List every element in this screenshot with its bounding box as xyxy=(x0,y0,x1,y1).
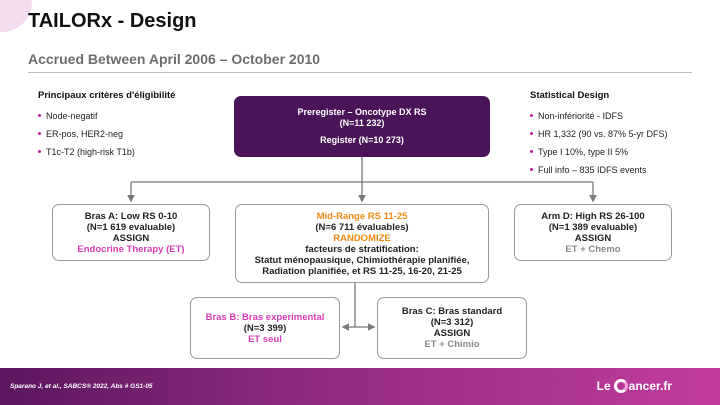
brand-logo-right: ancer.fr xyxy=(628,379,672,393)
arm-d-box: Arm D: High RS 26-100 (N=1 389 evaluable… xyxy=(514,204,672,261)
arm-c-box: Bras C: Bras standard (N=3 312) ASSIGN E… xyxy=(377,297,527,359)
arm-b-box: Bras B: Bras experimental (N=3 399) ET s… xyxy=(190,297,340,359)
arm-c-title: Bras C: Bras standard xyxy=(401,306,503,317)
statistical-item: HR 1,332 (90 vs. 87% 5-yr DFS) xyxy=(530,128,720,140)
stratification-line: Radiation planifiée, et RS 11-25, 16-20,… xyxy=(262,265,462,277)
arm-d-count: (N=1 389 evaluable) xyxy=(548,221,638,233)
statistical-design: Statistical Design Non-infériorité - IDF… xyxy=(530,90,720,182)
preregister-label: Preregister – Oncotype DX RS xyxy=(297,107,427,118)
arm-a-title: Bras A: Low RS 0-10 xyxy=(84,210,178,222)
preregister-count: (N=11 232) xyxy=(339,117,385,128)
arm-d-treatment: ET + Chemo xyxy=(565,243,621,255)
eligibility-list: Node-negatif ER-pos, HER2-neg T1c-T2 (hi… xyxy=(38,110,228,158)
arm-d-action: ASSIGN xyxy=(574,232,612,244)
eligibility-criteria: Principaux critères d'éligibilité Node-n… xyxy=(38,90,228,164)
statistical-heading: Statistical Design xyxy=(530,90,610,101)
footer-bar: Sparano J, et al., SABCS® 2022, Abs # GS… xyxy=(0,368,720,405)
arm-a-treatment: Endocrine Therapy (ET) xyxy=(77,243,185,255)
statistical-list: Non-infériorité - IDFS HR 1,332 (90 vs. … xyxy=(530,110,720,176)
arm-a-box: Bras A: Low RS 0-10 (N=1 619 evaluable) … xyxy=(52,204,210,261)
arm-c-action: ASSIGN xyxy=(433,328,471,339)
arm-c-treatment: ET + Chimio xyxy=(424,339,480,350)
page-title: TAILORx - Design xyxy=(28,10,197,32)
preregister-box: Preregister – Oncotype DX RS (N=11 232) … xyxy=(234,96,490,157)
mid-range-box: Mid-Range RS 11-25 (N=6 711 évaluables) … xyxy=(235,204,489,283)
statistical-item: Non-infériorité - IDFS xyxy=(530,110,720,122)
page-subtitle: Accrued Between April 2006 – October 201… xyxy=(28,51,321,67)
arm-b-title: Bras B: Bras experimental xyxy=(205,311,325,323)
register-count: Register (N=10 273) xyxy=(320,135,404,146)
statistical-item: Type I 10%, type II 5% xyxy=(530,146,720,158)
statistical-item: Full info – 835 IDFS events xyxy=(530,164,720,176)
brand-logo: Le ancer.fr xyxy=(597,379,672,393)
mid-range-title: Mid-Range RS 11-25 xyxy=(316,210,408,222)
arm-d-title: Arm D: High RS 26-100 xyxy=(541,210,645,222)
arm-b-count: (N=3 399) xyxy=(243,322,287,334)
brand-logo-left: Le xyxy=(596,379,611,393)
eligibility-item: T1c-T2 (high-risk T1b) xyxy=(38,146,228,158)
stratification-heading: facteurs de stratification: xyxy=(305,243,419,255)
title-divider xyxy=(28,72,692,73)
stratification-line: Statut ménopausique, Chimiothérapie plan… xyxy=(254,254,470,266)
arm-a-count: (N=1 619 evaluable) xyxy=(86,221,176,233)
mid-range-action: RANDOMIZE xyxy=(333,232,391,244)
eligibility-item: Node-negatif xyxy=(38,110,228,122)
arm-c-count: (N=3 312) xyxy=(430,317,474,328)
brand-c-icon xyxy=(613,379,628,393)
arm-a-action: ASSIGN xyxy=(112,232,150,244)
eligibility-item: ER-pos, HER2-neg xyxy=(38,128,228,140)
eligibility-heading: Principaux critères d'éligibilité xyxy=(38,90,176,101)
reference-citation: Sparano J, et al., SABCS® 2022, Abs # GS… xyxy=(10,383,153,390)
mid-range-count: (N=6 711 évaluables) xyxy=(315,221,409,233)
arm-b-treatment: ET seul xyxy=(248,333,282,345)
